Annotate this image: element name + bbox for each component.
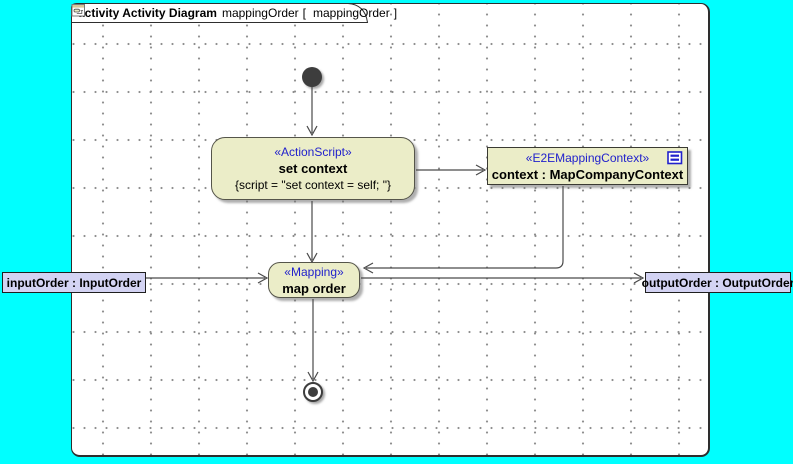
frame-header-tab[interactable]: activity Activity Diagram mappingOrder […: [71, 3, 397, 23]
output-parameter-node[interactable]: outputOrder : OutputOrder: [642, 272, 793, 293]
activity-final-node[interactable]: [303, 382, 323, 402]
context-name: context : MapCompanyContext: [491, 166, 684, 182]
activity-frame[interactable]: [71, 3, 710, 457]
initial-node[interactable]: [302, 67, 322, 87]
action-node-map-order[interactable]: «Mapping» map order: [268, 262, 360, 298]
final-node-inner-dot: [308, 387, 318, 397]
bracket-close: ]: [393, 5, 398, 20]
input-parameter-node[interactable]: inputOrder : InputOrder: [2, 272, 146, 293]
mapping-name: map order: [282, 280, 346, 296]
action-name: set context: [278, 161, 348, 176]
context-stereotype: «E2EMappingContext»: [525, 150, 650, 165]
action-script-property: {script = "set context = self; "}: [235, 178, 391, 192]
action-stereotype: «ActionScript»: [274, 145, 352, 159]
diagram-ref-name: mappingOrder: [313, 5, 390, 20]
object-node-context[interactable]: «E2EMappingContext» context : MapCompany…: [487, 147, 688, 185]
action-node-set-context[interactable]: «ActionScript» set context {script = "se…: [211, 137, 415, 200]
bracket-open: [: [302, 5, 307, 20]
diagram-name: mappingOrder: [221, 5, 299, 20]
frame-keyword: activity Activity Diagram: [78, 5, 217, 20]
mapping-stereotype: «Mapping»: [284, 264, 344, 279]
properties-list-icon: [667, 151, 683, 170]
